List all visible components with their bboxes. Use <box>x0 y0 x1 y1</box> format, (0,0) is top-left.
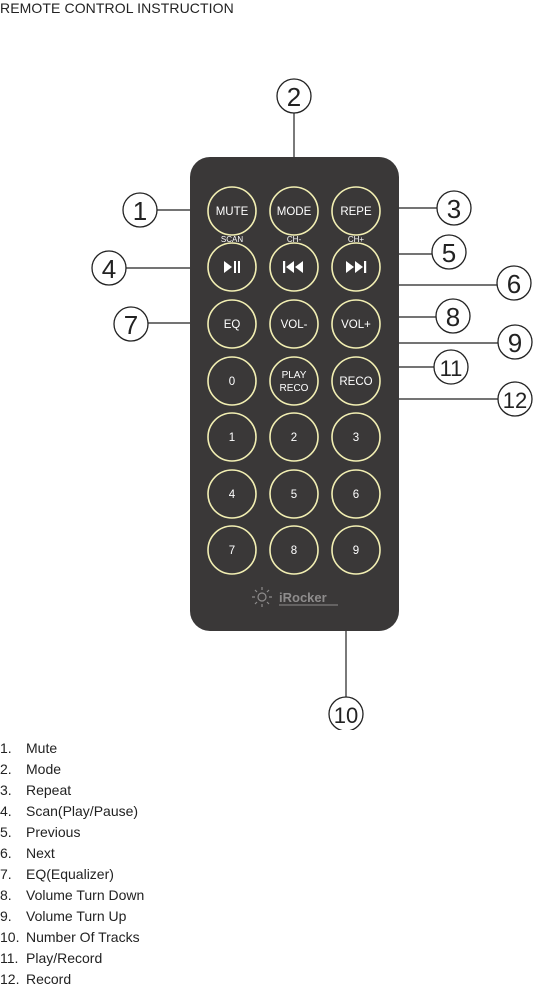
digit-7-label: 7 <box>229 545 235 557</box>
digit-3-label: 3 <box>353 432 359 444</box>
svg-text:4: 4 <box>102 254 116 284</box>
play-pause-button[interactable] <box>208 243 256 291</box>
remote-buttons: MUTE MODE REPE SCAN CH- CH+ <box>208 187 380 574</box>
legend-list: 1.Mute 2.Mode 3.Repeat 4.Scan(Play/Pause… <box>0 738 144 990</box>
play-record-button[interactable]: PLAY RECO <box>270 357 318 405</box>
eq-button[interactable]: EQ <box>208 300 256 348</box>
remote-diagram: MUTE MODE REPE SCAN CH- CH+ <box>0 0 534 730</box>
digit-5-label: 5 <box>291 489 297 501</box>
callout-4: 4 <box>92 251 126 285</box>
vol-down-label: VOL- <box>281 319 308 331</box>
digit-3-button[interactable]: 3 <box>332 413 380 461</box>
digit-1-button[interactable]: 1 <box>208 413 256 461</box>
brand-text: iRocker <box>279 590 327 605</box>
legend-item: 11.Play/Record <box>0 948 144 969</box>
svg-text:2: 2 <box>287 82 301 112</box>
digit-8-button[interactable]: 8 <box>270 526 318 574</box>
repeat-button[interactable]: REPE <box>332 187 380 235</box>
legend-item: 5.Previous <box>0 822 144 843</box>
legend-item: 3.Repeat <box>0 780 144 801</box>
digit-4-label: 4 <box>229 489 236 501</box>
svg-text:10: 10 <box>334 703 358 728</box>
vol-up-button[interactable]: VOL+ <box>332 300 380 348</box>
svg-text:11: 11 <box>440 356 463 381</box>
digit-6-label: 6 <box>353 489 359 501</box>
callout-11: 11 <box>434 350 468 384</box>
svg-text:7: 7 <box>124 310 138 340</box>
zero-button[interactable]: 0 <box>208 357 256 405</box>
callout-1: 1 <box>123 193 157 227</box>
mute-label: MUTE <box>216 206 249 218</box>
digit-5-button[interactable]: 5 <box>270 470 318 518</box>
play-reco-label-line1: PLAY <box>282 370 307 381</box>
callout-7: 7 <box>114 307 148 341</box>
legend-item: 9.Volume Turn Up <box>0 906 144 927</box>
svg-text:3: 3 <box>447 194 461 224</box>
svg-text:9: 9 <box>508 328 522 358</box>
digit-9-label: 9 <box>353 545 359 557</box>
svg-text:8: 8 <box>446 302 460 332</box>
mute-button[interactable]: MUTE <box>208 187 256 235</box>
digit-2-label: 2 <box>291 432 297 444</box>
eq-label: EQ <box>224 319 241 331</box>
callout-8: 8 <box>436 299 470 333</box>
mode-button[interactable]: MODE <box>270 187 318 235</box>
svg-text:12: 12 <box>503 388 527 413</box>
callout-2: 2 <box>277 79 311 113</box>
zero-label: 0 <box>229 376 235 388</box>
svg-text:1: 1 <box>133 196 147 226</box>
legend-item: 6.Next <box>0 843 144 864</box>
svg-text:6: 6 <box>507 269 521 299</box>
repeat-label: REPE <box>340 206 372 218</box>
callout-10: 10 <box>329 697 363 730</box>
legend-item: 1.Mute <box>0 738 144 759</box>
digit-6-button[interactable]: 6 <box>332 470 380 518</box>
record-label: RECO <box>339 376 372 388</box>
callout-9: 9 <box>498 325 532 359</box>
mode-label: MODE <box>277 206 312 218</box>
digit-9-button[interactable]: 9 <box>332 526 380 574</box>
callout-12: 12 <box>498 382 532 416</box>
legend-item: 7.EQ(Equalizer) <box>0 864 144 885</box>
digit-4-button[interactable]: 4 <box>208 470 256 518</box>
legend-item: 12.Record <box>0 969 144 990</box>
legend-item: 8.Volume Turn Down <box>0 885 144 906</box>
legend-item: 10.Number Of Tracks <box>0 927 144 948</box>
previous-button[interactable] <box>270 243 318 291</box>
digit-1-label: 1 <box>229 432 235 444</box>
record-button[interactable]: RECO <box>332 357 380 405</box>
digit-8-label: 8 <box>291 545 297 557</box>
vol-up-label: VOL+ <box>341 319 371 331</box>
digit-7-button[interactable]: 7 <box>208 526 256 574</box>
callout-6: 6 <box>497 266 531 300</box>
callout-5: 5 <box>432 235 466 269</box>
play-reco-label-line2: RECO <box>280 383 309 394</box>
legend-item: 4.Scan(Play/Pause) <box>0 801 144 822</box>
svg-text:5: 5 <box>442 238 456 268</box>
legend-item: 2.Mode <box>0 759 144 780</box>
callout-3: 3 <box>437 191 471 225</box>
vol-down-button[interactable]: VOL- <box>270 300 318 348</box>
digit-2-button[interactable]: 2 <box>270 413 318 461</box>
next-button[interactable] <box>332 243 380 291</box>
